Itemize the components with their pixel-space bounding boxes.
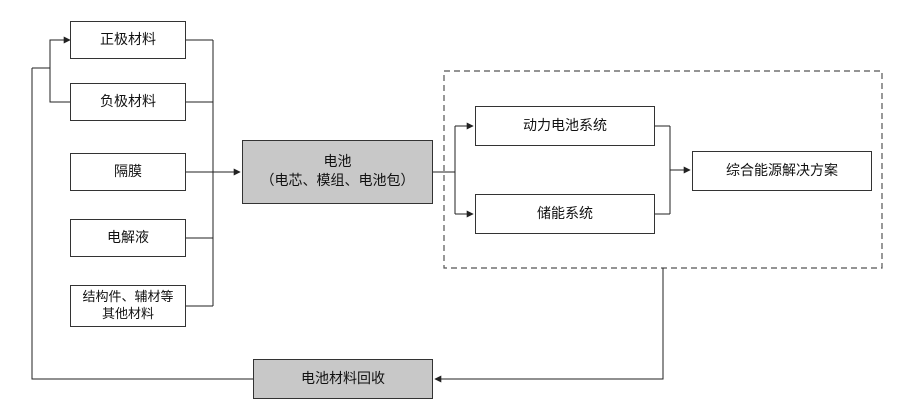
cathode-material-box: 正极材料 [70,21,186,59]
electrolyte-box: 电解液 [70,219,186,257]
separator-box: 隔膜 [70,153,186,191]
battery-subtitle: （电芯、模组、电池包） [260,173,415,189]
power-battery-system-box: 动力电池系统 [475,106,655,146]
battery-title: 电池 [323,154,352,170]
recycling-to-materials-line [31,68,253,380]
cathode-material-label: 正极材料 [100,31,156,48]
other-materials-label-line1: 结构件、辅材等 [82,290,174,305]
energy-storage-system-box: 储能系统 [475,194,655,234]
arrow-to-cathode [32,36,71,69]
materials-bus [186,39,214,307]
feedback-branch-to-anode [49,68,70,103]
separator-label: 隔膜 [114,163,142,180]
battery-box: 电池 （电芯、模组、电池包） [242,140,433,204]
electrolyte-label: 电解液 [107,229,149,246]
battery-recycling-label: 电池材料回收 [301,370,385,387]
other-materials-label-line2: 其他材料 [101,307,154,322]
battery-recycling-box: 电池材料回收 [253,359,433,399]
energy-solution-label: 综合能源解决方案 [726,162,838,179]
anode-material-box: 负极材料 [70,83,186,121]
other-materials-box: 结构件、辅材等 其他材料 [70,285,186,327]
applications-merge-lines [655,125,671,215]
power-battery-system-label: 动力电池系统 [523,117,607,134]
group-to-recycling-line [434,268,664,383]
battery-to-applications-lines [433,126,456,214]
energy-solution-box: 综合能源解决方案 [692,151,872,191]
anode-material-label: 负极材料 [100,93,156,110]
energy-storage-system-label: 储能系统 [537,205,593,222]
